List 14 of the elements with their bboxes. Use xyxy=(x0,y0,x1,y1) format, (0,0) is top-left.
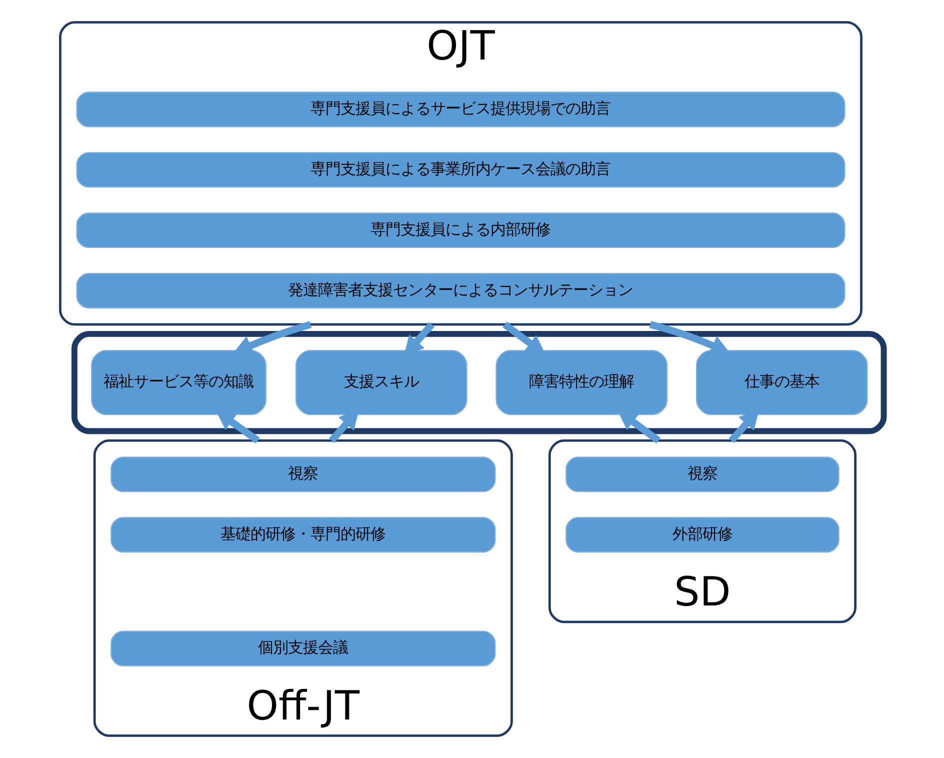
cluster xyxy=(71,331,887,434)
node-box: 視察 xyxy=(566,456,840,492)
node-box: 福祉サービス等の知識 xyxy=(91,350,266,416)
node-box: 専門支援員による事業所内ケース会議の助言 xyxy=(76,152,846,188)
node-box: 基礎的研修・専門的研修 xyxy=(110,517,496,553)
node-box: 専門支援員による内部研修 xyxy=(76,212,846,248)
node-box: 障害特性の理解 xyxy=(496,350,668,416)
node-box: 仕事の基本 xyxy=(696,350,868,416)
node-box: 外部研修 xyxy=(566,517,840,553)
node-box: 専門支援員によるサービス提供現場での助言 xyxy=(76,92,846,128)
node-box: 個別支援会議 xyxy=(110,630,496,666)
node-box: 視察 xyxy=(110,456,496,492)
node-box: 支援スキル xyxy=(295,350,468,416)
node-box: 発達障害者支援センターによるコンサルテーション xyxy=(76,272,846,308)
